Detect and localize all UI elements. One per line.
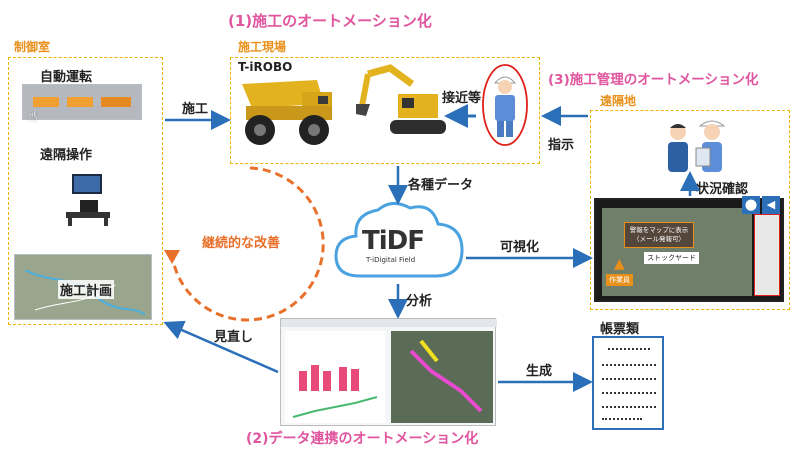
remote-operation-label: 遠隔操作 (40, 148, 93, 163)
auto-panel-bar-1 (33, 97, 59, 107)
site-worker-image (480, 63, 530, 147)
flow-label-various-data: 各種データ (408, 178, 474, 193)
report-line-6 (602, 418, 642, 420)
tidf-cloud: TiDF T-iDigital Field (332, 196, 466, 284)
worker-label: 作業員 (606, 274, 633, 286)
excavator-image (350, 64, 450, 146)
reports-title: 帳票類 (600, 322, 640, 337)
arrow-review-to-control (163, 320, 279, 374)
stock-yard-label: ストックヤード (644, 252, 699, 264)
dashboard-chart-panel (285, 331, 385, 423)
remote-site-box (590, 110, 790, 310)
heading-data-automation: (2)データ連携のオートメーション化 (246, 431, 479, 447)
remote-cockpit-image (58, 168, 118, 228)
report-line-3 (602, 378, 656, 380)
monitoring-sidebar (754, 214, 780, 296)
megaphone-icon: ◀ (762, 196, 780, 214)
flow-label-instruction: 指示 (548, 138, 575, 153)
control-room-box (8, 57, 163, 325)
report-line-5 (602, 406, 656, 408)
tidf-logo: TiDF (362, 226, 425, 256)
reports-document (592, 336, 664, 430)
improvement-label: 継続的な改善 (202, 236, 281, 251)
monitoring-screen: ⬤ ◀ 警報をマップに表示 （メール発報可） ストックヤード ▲ 作業員 (594, 196, 784, 302)
flow-label-analysis: 分析 (406, 294, 433, 309)
dashboard-map-panel (391, 331, 493, 423)
analysis-dashboard (280, 318, 497, 426)
auto-panel-bar-3 (101, 97, 131, 107)
remote-site-title: 遠隔地 (600, 94, 637, 108)
alert-map-banner: 警報をマップに表示 （メール発報可） (624, 222, 694, 248)
control-room-title: 制御室 (14, 40, 51, 54)
dump-truck-image (232, 74, 342, 150)
flow-label-generate: 生成 (526, 364, 553, 379)
flow-label-review: 見直し (214, 330, 254, 345)
warning-marker-icon: ▲ (614, 256, 625, 272)
status-check-label: 状況確認 (696, 182, 749, 197)
map-pin-icon: ⬤ (742, 196, 760, 214)
heading-management-automation: (3)施工管理のオートメーション化 (548, 72, 759, 88)
auto-operation-label: 自動運転 (40, 70, 93, 85)
report-line-1 (608, 348, 650, 350)
flow-label-construction: 施工 (182, 102, 209, 117)
auto-operation-screen (22, 84, 142, 120)
construction-plan-label: 施工計画 (58, 280, 115, 299)
t-irobo-label: T-iROBO (238, 60, 293, 74)
improvement-cycle (162, 160, 332, 330)
report-line-2 (602, 364, 656, 366)
dashboard-header (281, 319, 497, 327)
remote-workers-image (660, 116, 732, 178)
tidf-logo-sub: T-iDigital Field (366, 256, 416, 264)
construction-site-title: 施工現場 (238, 40, 287, 54)
alert-map-text: 警報をマップに表示 （メール発報可） (629, 226, 689, 243)
auto-panel-bar-2 (67, 97, 93, 107)
report-line-4 (602, 392, 656, 394)
hand-pointer-icon: ☝ (28, 106, 38, 125)
approach-label: 接近等 (442, 91, 482, 106)
flow-label-visualize: 可視化 (500, 240, 540, 255)
heading-construction-automation: (1)施工のオートメーション化 (228, 12, 432, 30)
